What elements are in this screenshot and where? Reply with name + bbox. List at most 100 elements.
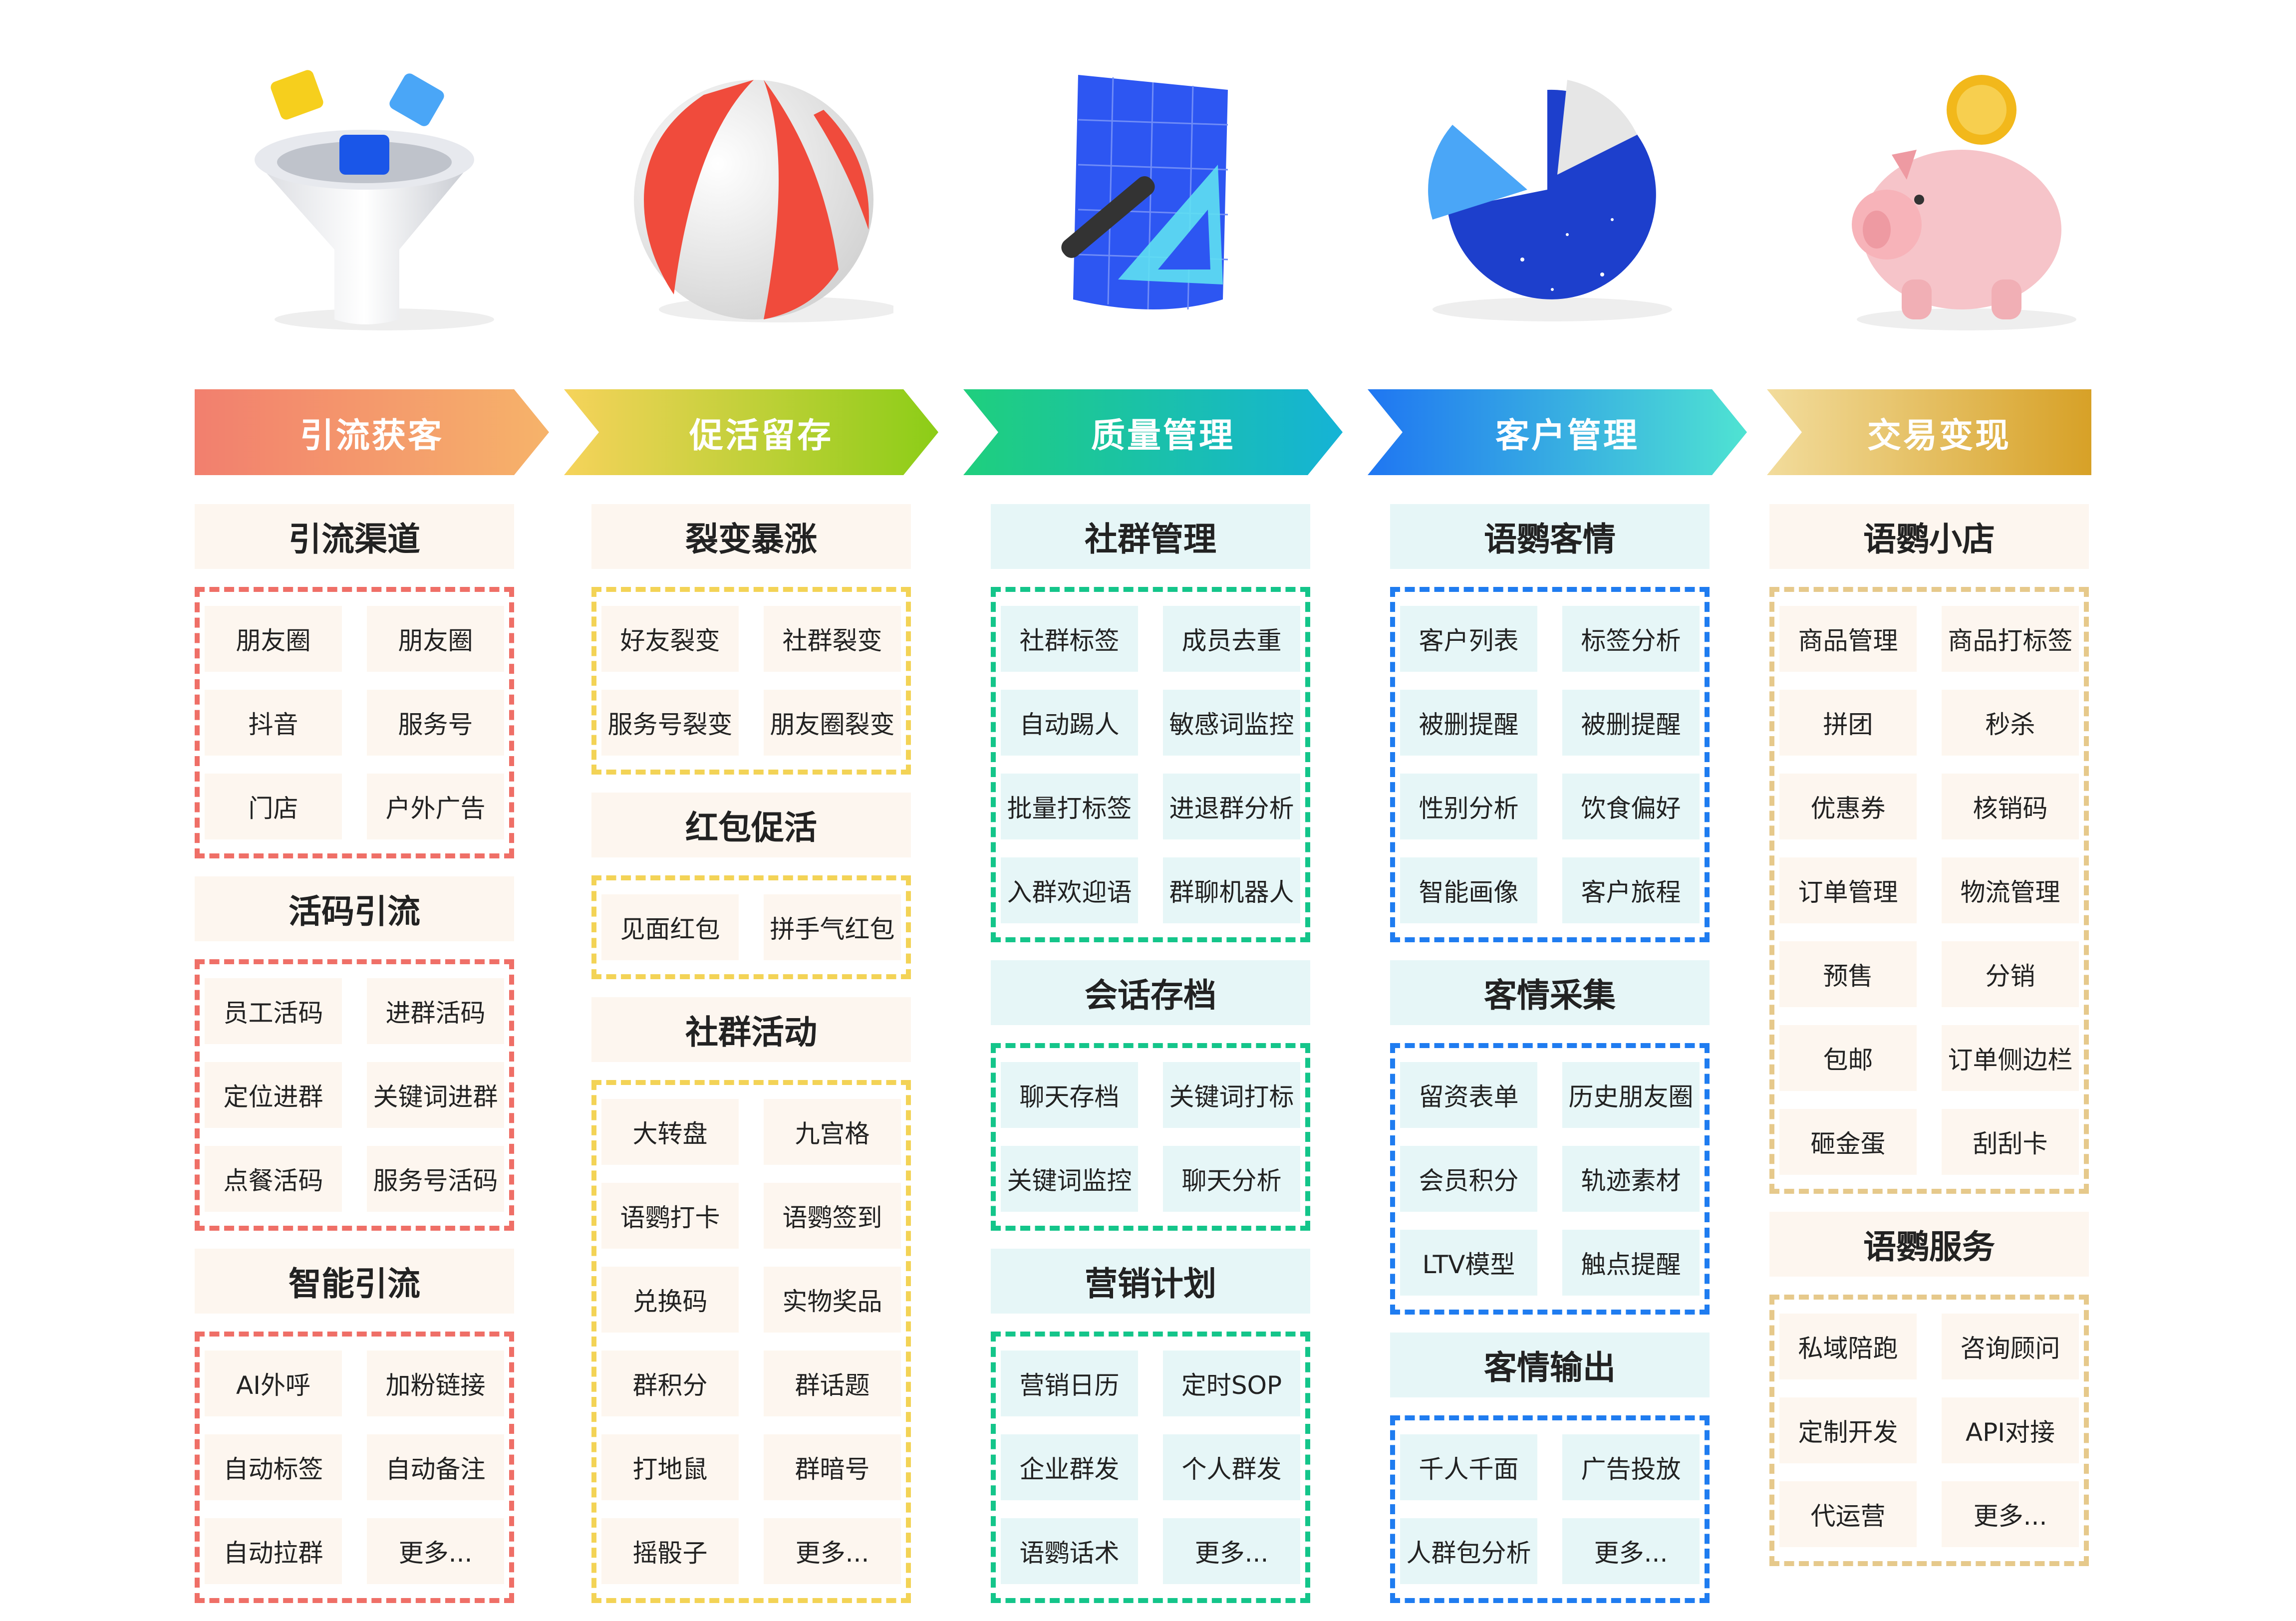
- section-title: 社群活动: [591, 997, 911, 1062]
- stage-label: 质量管理: [1091, 416, 1235, 456]
- feature-item: 拼手气红包: [764, 894, 901, 960]
- feature-item: 商品管理: [1779, 606, 1917, 672]
- feature-item: 砸金蛋: [1779, 1109, 1917, 1175]
- feature-list: 客户列表标签分析被删提醒被删提醒性别分析饮食偏好智能画像客户旅程: [1390, 587, 1710, 942]
- blueprint-ruler-icon: [1058, 60, 1268, 339]
- feature-item: 朋友圈: [205, 606, 342, 672]
- feature-item: 门店: [205, 774, 342, 839]
- feature-item: 大转盘: [601, 1099, 739, 1165]
- feature-item: 语鹦打卡: [601, 1183, 739, 1249]
- feature-item: 订单侧边栏: [1942, 1025, 2079, 1091]
- feature-item: 实物奖品: [764, 1267, 901, 1333]
- pie-chart-icon: [1403, 60, 1682, 339]
- stage-label: 促活留存: [689, 416, 833, 456]
- beach-ball-icon: [614, 60, 898, 339]
- feature-item: 九宫格: [764, 1099, 901, 1165]
- feature-item: 包邮: [1779, 1025, 1917, 1091]
- feature-item: 关键词打标: [1163, 1062, 1300, 1128]
- feature-item: 更多...: [1562, 1518, 1700, 1584]
- feature-list: AI外呼加粉链接自动标签自动备注自动拉群更多...: [195, 1332, 514, 1603]
- feature-item: 订单管理: [1779, 857, 1917, 923]
- feature-item: 留资表单: [1400, 1062, 1537, 1128]
- column-3: 社群管理社群标签成员去重自动踢人敏感词监控批量打标签进退群分析入群欢迎语群聊机器…: [991, 504, 1310, 1621]
- feature-item: AI外呼: [205, 1351, 342, 1416]
- feature-item: 分销: [1942, 941, 2079, 1007]
- column-1: 引流渠道朋友圈朋友圈抖音服务号门店户外广告活码引流员工活码进群活码定位进群关键词…: [195, 504, 514, 1621]
- feature-item: 批量打标签: [1001, 774, 1138, 839]
- feature-item: 客户列表: [1400, 606, 1537, 672]
- feature-item: 优惠券: [1779, 774, 1917, 839]
- feature-item: 语鹦签到: [764, 1183, 901, 1249]
- feature-item: 广告投放: [1562, 1434, 1700, 1500]
- feature-item: 自动备注: [367, 1434, 504, 1500]
- feature-item: 服务号活码: [367, 1146, 504, 1212]
- feature-item: 更多...: [764, 1518, 901, 1584]
- feature-item: 咨询顾问: [1942, 1314, 2079, 1379]
- feature-item: 抖音: [205, 690, 342, 756]
- feature-item: 朋友圈裂变: [764, 690, 901, 756]
- feature-item: 摇骰子: [601, 1518, 739, 1584]
- feature-item: LTV模型: [1400, 1230, 1537, 1296]
- section-title: 智能引流: [195, 1249, 514, 1314]
- feature-list: 聊天存档关键词打标关键词监控聊天分析: [991, 1043, 1310, 1231]
- feature-item: 轨迹素材: [1562, 1146, 1700, 1212]
- feature-list: 千人千面广告投放人群包分析更多...: [1390, 1415, 1710, 1603]
- feature-item: 关键词进群: [367, 1062, 504, 1128]
- feature-item: 客户旅程: [1562, 857, 1700, 923]
- stage-customer-management: 客户管理: [1368, 389, 1747, 475]
- stage-activation-retention: 促活留存: [564, 389, 938, 475]
- feature-item: 核销码: [1942, 774, 2079, 839]
- section-title: 语鹦客情: [1390, 504, 1710, 569]
- feature-item: 预售: [1779, 941, 1917, 1007]
- feature-item: 定位进群: [205, 1062, 342, 1128]
- feature-list: 大转盘九宫格语鹦打卡语鹦签到兑换码实物奖品群积分群话题打地鼠群暗号摇骰子更多..…: [591, 1080, 911, 1603]
- stage-lead-acquisition: 引流获客: [195, 389, 549, 475]
- feature-item: 性别分析: [1400, 774, 1537, 839]
- column-4: 语鹦客情客户列表标签分析被删提醒被删提醒性别分析饮食偏好智能画像客户旅程客情采集…: [1390, 504, 1710, 1621]
- feature-item: 被删提醒: [1562, 690, 1700, 756]
- stage-label: 引流获客: [299, 416, 444, 456]
- feature-item: 企业群发: [1001, 1434, 1138, 1500]
- feature-item: 更多...: [1942, 1481, 2079, 1547]
- feature-item: 点餐活码: [205, 1146, 342, 1212]
- feature-item: 拼团: [1779, 690, 1917, 756]
- feature-item: 群积分: [601, 1351, 739, 1416]
- feature-item: 聊天分析: [1163, 1146, 1300, 1212]
- feature-item: 语鹦话术: [1001, 1518, 1138, 1584]
- feature-item: 个人群发: [1163, 1434, 1300, 1500]
- feature-list: 朋友圈朋友圈抖音服务号门店户外广告: [195, 587, 514, 858]
- column-2: 裂变暴涨好友裂变社群裂变服务号裂变朋友圈裂变红包促活见面红包拼手气红包社群活动大…: [591, 504, 911, 1621]
- section-title: 语鹦小店: [1769, 504, 2089, 569]
- feature-item: 触点提醒: [1562, 1230, 1700, 1296]
- feature-item: 服务号裂变: [601, 690, 739, 756]
- feature-item: 会员积分: [1400, 1146, 1537, 1212]
- feature-item: 打地鼠: [601, 1434, 739, 1500]
- section-title: 语鹦服务: [1769, 1212, 2089, 1277]
- feature-item: 聊天存档: [1001, 1062, 1138, 1128]
- feature-item: 千人千面: [1400, 1434, 1537, 1500]
- feature-item: 入群欢迎语: [1001, 857, 1138, 923]
- feature-item: 物流管理: [1942, 857, 2079, 923]
- feature-item: 更多...: [1163, 1518, 1300, 1584]
- feature-item: 好友裂变: [601, 606, 739, 672]
- feature-item: 见面红包: [601, 894, 739, 960]
- section-title: 客情采集: [1390, 960, 1710, 1025]
- feature-item: 进退群分析: [1163, 774, 1300, 839]
- section-title: 引流渠道: [195, 504, 514, 569]
- stage-quality-management: 质量管理: [963, 389, 1343, 475]
- feature-item: 秒杀: [1942, 690, 2079, 756]
- feature-item: 自动标签: [205, 1434, 342, 1500]
- stage-monetization: 交易变现: [1767, 389, 2091, 475]
- feature-list: 好友裂变社群裂变服务号裂变朋友圈裂变: [591, 587, 911, 775]
- feature-list: 见面红包拼手气红包: [591, 875, 911, 979]
- feature-item: 营销日历: [1001, 1351, 1138, 1416]
- feature-item: 人群包分析: [1400, 1518, 1537, 1584]
- section-title: 裂变暴涨: [591, 504, 911, 569]
- feature-list: 商品管理商品打标签拼团秒杀优惠券核销码订单管理物流管理预售分销包邮订单侧边栏砸金…: [1769, 587, 2089, 1194]
- feature-item: 朋友圈: [367, 606, 504, 672]
- feature-item: 关键词监控: [1001, 1146, 1138, 1212]
- feature-item: API对接: [1942, 1397, 2079, 1463]
- piggy-bank-icon: [1832, 60, 2081, 339]
